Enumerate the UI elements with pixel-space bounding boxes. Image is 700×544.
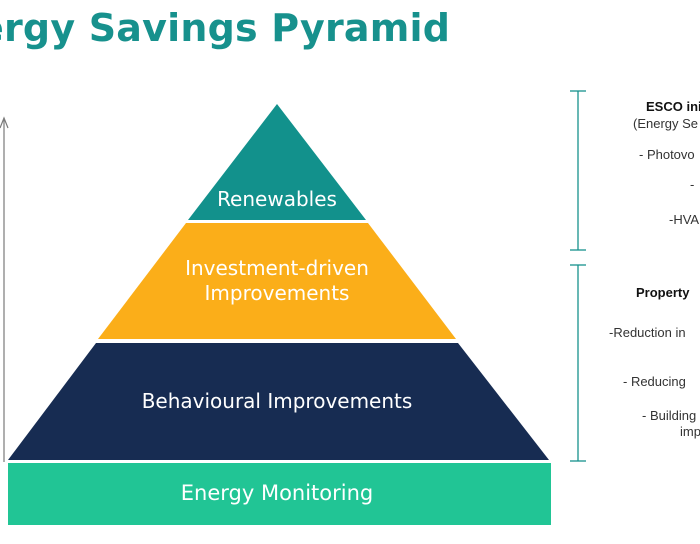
tier-label-investment-1: Investment-driven [185,256,369,280]
page-title: ergy Savings Pyramid [0,6,451,50]
tier-behavioural [8,343,549,460]
esco-item-3: -HVA [669,212,700,227]
esco-heading: ESCO ini [646,99,700,114]
property-item-1: -Reduction in [609,325,686,340]
esco-subheading: (Energy Se [633,116,699,131]
property-item-4: imp [680,424,700,439]
esco-item-1: - Photovo [639,147,695,162]
tier-investment [98,223,456,339]
tier-monitoring [8,463,551,525]
tier-label-behavioural: Behavioural Improvements [142,389,413,413]
property-item-2: - Reducing [623,374,686,389]
property-heading: Property [636,285,690,300]
tier-label-investment-2: Improvements [205,281,350,305]
tier-label-renewables: Renewables [217,187,337,211]
property-item-3: - Building [642,408,697,423]
esco-item-2: - [690,177,695,192]
bracket-esco [570,90,586,251]
bracket-property [570,264,586,462]
tier-label-monitoring: Energy Monitoring [181,481,374,505]
tier-renewables [188,104,366,220]
axis-arrow-head [0,116,9,129]
